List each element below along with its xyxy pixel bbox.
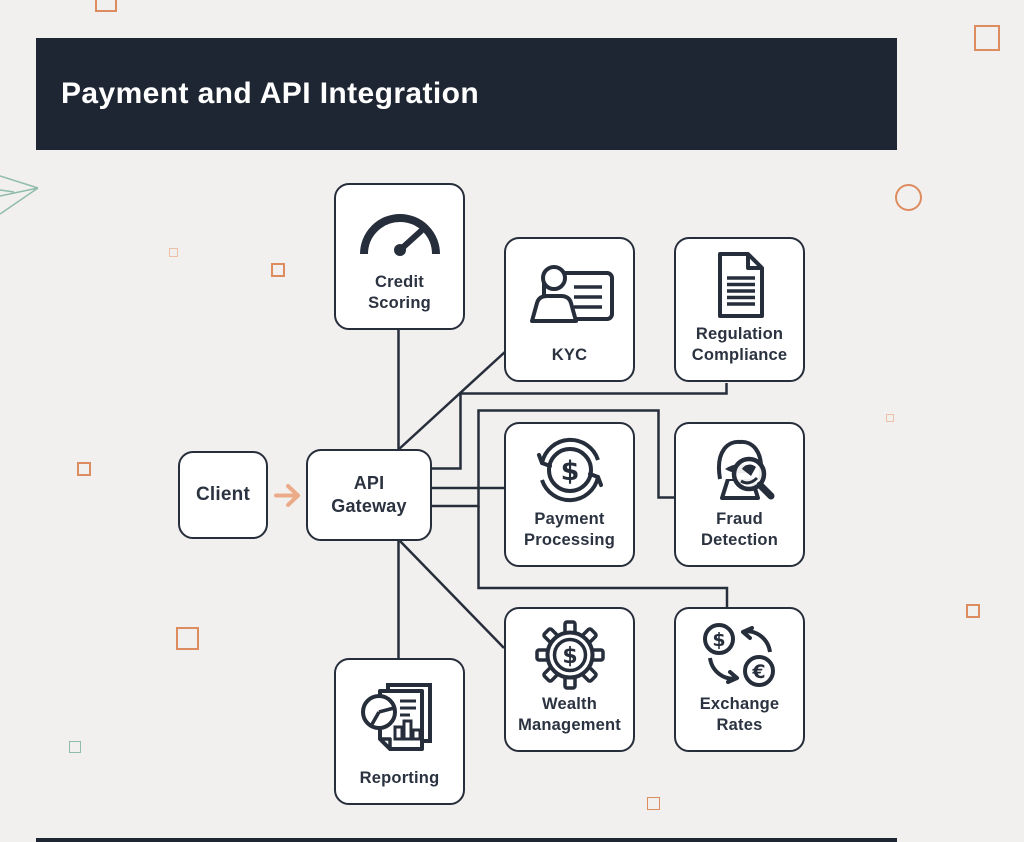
- deco-square: [271, 263, 285, 277]
- svg-text:$: $: [562, 644, 577, 669]
- deco-square: [974, 25, 1000, 51]
- node-exchange-rates: $ € Exchange Rates: [674, 607, 805, 752]
- edge-api-gateway-kyc: [397, 350, 507, 451]
- id-card-icon: [522, 239, 618, 345]
- deco-square: [95, 0, 117, 12]
- node-fraud-detection: Fraud Detection: [674, 422, 805, 567]
- spy-magnifier-icon: [702, 424, 778, 509]
- report-charts-icon: [360, 660, 440, 768]
- document-icon: [712, 239, 768, 324]
- node-reporting: Reporting: [334, 658, 465, 805]
- node-credit-scoring: Credit Scoring: [334, 183, 465, 330]
- edge-api-gateway-regulation-compliance: [432, 383, 728, 470]
- credit-scoring-label: Credit Scoring: [368, 272, 431, 312]
- wealth-management-label: Wealth Management: [518, 694, 621, 734]
- page-title: Payment and API Integration: [61, 77, 480, 110]
- title-bar: Payment and API Integration: [36, 38, 897, 150]
- client-label: Client: [196, 483, 250, 505]
- exchange-rates-label: Exchange Rates: [699, 694, 780, 734]
- edge-api-gateway-wealth-management: [399, 540, 505, 649]
- node-kyc: KYC: [504, 237, 635, 382]
- gauge-icon: [356, 185, 444, 272]
- deco-circle: [895, 184, 922, 211]
- deco-square: [647, 797, 660, 810]
- svg-text:$: $: [712, 629, 725, 651]
- edge-api-gateway-fraud-detection: [432, 409, 674, 508]
- fraud-detection-label: Fraud Detection: [701, 509, 778, 549]
- dollar-cycle-icon: $: [532, 424, 608, 509]
- node-payment-processing: $ Payment Processing: [504, 422, 635, 567]
- deco-square: [77, 462, 91, 476]
- deco-paper-plane-icon: [0, 175, 39, 215]
- currency-exchange-icon: $ €: [698, 609, 782, 694]
- svg-text:€: €: [751, 661, 765, 683]
- deco-square: [176, 627, 199, 650]
- deco-square: [886, 414, 894, 422]
- node-regulation-compliance: Regulation Compliance: [674, 237, 805, 382]
- api-gateway-label: API Gateway: [331, 472, 407, 516]
- deco-square: [169, 248, 178, 257]
- deco-square: [69, 741, 81, 753]
- edge-api-gateway-exchange-rates: [477, 506, 729, 607]
- reporting-label: Reporting: [359, 768, 440, 787]
- node-api-gateway: API Gateway: [306, 449, 432, 541]
- deco-square: [966, 604, 980, 618]
- regulation-compliance-label: Regulation Compliance: [691, 324, 788, 364]
- svg-text:$: $: [560, 456, 579, 487]
- gear-dollar-icon: $: [532, 609, 608, 694]
- payment-processing-label: Payment Processing: [524, 509, 615, 549]
- node-wealth-management: $ Wealth Management: [504, 607, 635, 752]
- client-to-gateway-arrow-icon: [274, 484, 300, 507]
- node-client: Client: [178, 451, 268, 539]
- kyc-label: KYC: [551, 345, 588, 364]
- footer-bar: [36, 838, 897, 842]
